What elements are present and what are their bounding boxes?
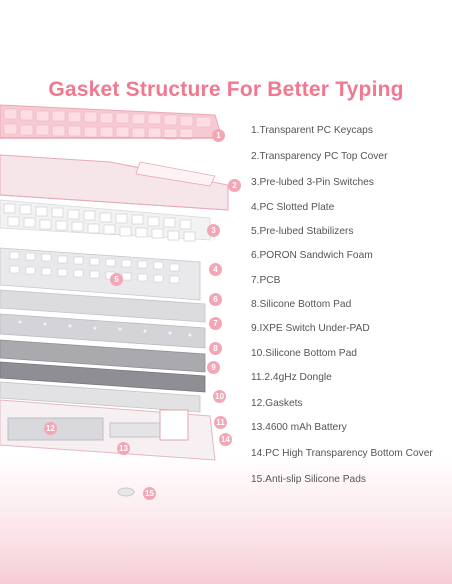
callout-15: 15 [143,487,156,500]
callout-3: 3 [207,224,220,237]
legend-item-9: 9.IXPE Switch Under-PAD [251,323,370,334]
callout-9: 9 [207,361,220,374]
legend-item-12: 12.Gaskets [251,398,303,409]
legend-item-13: 13.4600 mAh Battery [251,422,347,433]
anti-slip-pad [117,487,135,497]
callout-10: 10 [213,390,226,403]
legend-item-3: 3.Pre-lubed 3-Pin Switches [251,177,374,188]
switches-layer [0,199,211,242]
legend-item-15: 15.Anti-slip Silicone Pads [251,474,366,485]
exploded-keyboard-illustration [0,104,231,497]
callout-2: 2 [228,179,241,192]
callout-8: 8 [209,342,222,355]
ixpe-layer [0,361,206,393]
plate-layer [0,247,201,301]
callout-12: 12 [44,422,57,435]
legend-item-7: 7.PCB [251,275,281,286]
callout-11: 11 [214,416,227,429]
callout-1: 1 [212,129,225,142]
legend-item-11: 11.2.4gHz Dongle [251,372,332,383]
page-title: Gasket Structure For Better Typing [48,78,404,101]
legend-item-1: 1.Transparent PC Keycaps [251,125,373,136]
legend-item-10: 10.Silicone Bottom Pad [251,348,357,359]
callout-14: 14 [219,433,232,446]
legend-item-8: 8.Silicone Bottom Pad [251,299,352,310]
legend-item-5: 5.Pre-lubed Stabilizers [251,226,354,237]
legend-item-4: 4.PC Slotted Plate [251,202,335,213]
top-cover-layer [0,154,229,211]
callout-7: 7 [209,317,222,330]
pcb-layer [0,313,206,349]
legend-item-6: 6.PORON Sandwich Foam [251,250,373,261]
callout-13: 13 [117,442,130,455]
keycaps-layer [0,104,223,140]
legend-item-14: 14.PC High Transparency Bottom Cover [251,448,433,459]
foam-layer [0,289,206,323]
callout-4: 4 [209,263,222,276]
bottom-case-layer [0,399,216,461]
callout-5: 5 [110,273,123,286]
callout-6: 6 [209,293,222,306]
legend-item-2: 2.Transparency PC Top Cover [251,151,388,162]
silicone-pad-layer [0,339,206,373]
lower-silicone-layer [0,381,201,413]
